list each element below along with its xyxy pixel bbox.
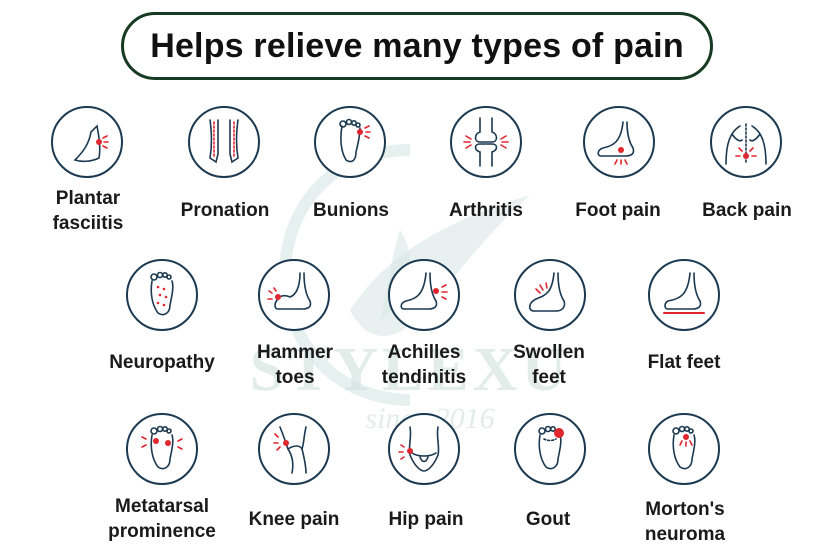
metatarsal-prominence-icon bbox=[126, 413, 198, 485]
item-label: Bunions bbox=[313, 200, 389, 221]
neuropathy-icon bbox=[126, 259, 198, 331]
page-title: Helps relieve many types of pain bbox=[121, 12, 713, 80]
item-label: Knee pain bbox=[248, 509, 340, 530]
back-pain-icon bbox=[710, 106, 782, 178]
item-label: Arthritis bbox=[449, 200, 523, 221]
gout-icon bbox=[514, 413, 586, 485]
foot-pain-icon bbox=[583, 106, 655, 178]
item-label: Foot pain bbox=[575, 200, 661, 221]
plantar-fasciitis-icon bbox=[51, 106, 123, 178]
item-label: Hammer toes bbox=[256, 342, 334, 388]
item-label: Flat feet bbox=[647, 352, 721, 373]
item-label: Back pain bbox=[702, 200, 792, 221]
item-label: Swollen feet bbox=[513, 342, 585, 388]
item-label: Gout bbox=[525, 509, 571, 530]
knee-pain-icon bbox=[258, 413, 330, 485]
swollen-feet-icon bbox=[514, 259, 586, 331]
mortons-neuroma-icon bbox=[648, 413, 720, 485]
bunions-icon bbox=[314, 106, 386, 178]
hammer-toes-icon bbox=[258, 259, 330, 331]
item-label: Neuropathy bbox=[109, 352, 215, 373]
item-label: Plantar fasciitis bbox=[52, 188, 124, 234]
achilles-tendinitis-icon bbox=[388, 259, 460, 331]
item-label: Metatarsal prominence bbox=[108, 496, 216, 542]
pronation-icon bbox=[188, 106, 260, 178]
flat-feet-icon bbox=[648, 259, 720, 331]
item-label: Pronation bbox=[180, 200, 270, 221]
item-label: Hip pain bbox=[388, 509, 464, 530]
hip-pain-icon bbox=[388, 413, 460, 485]
item-label: Achilles tendinitis bbox=[381, 342, 467, 388]
arthritis-icon bbox=[450, 106, 522, 178]
item-label: Morton's neuroma bbox=[644, 499, 726, 545]
